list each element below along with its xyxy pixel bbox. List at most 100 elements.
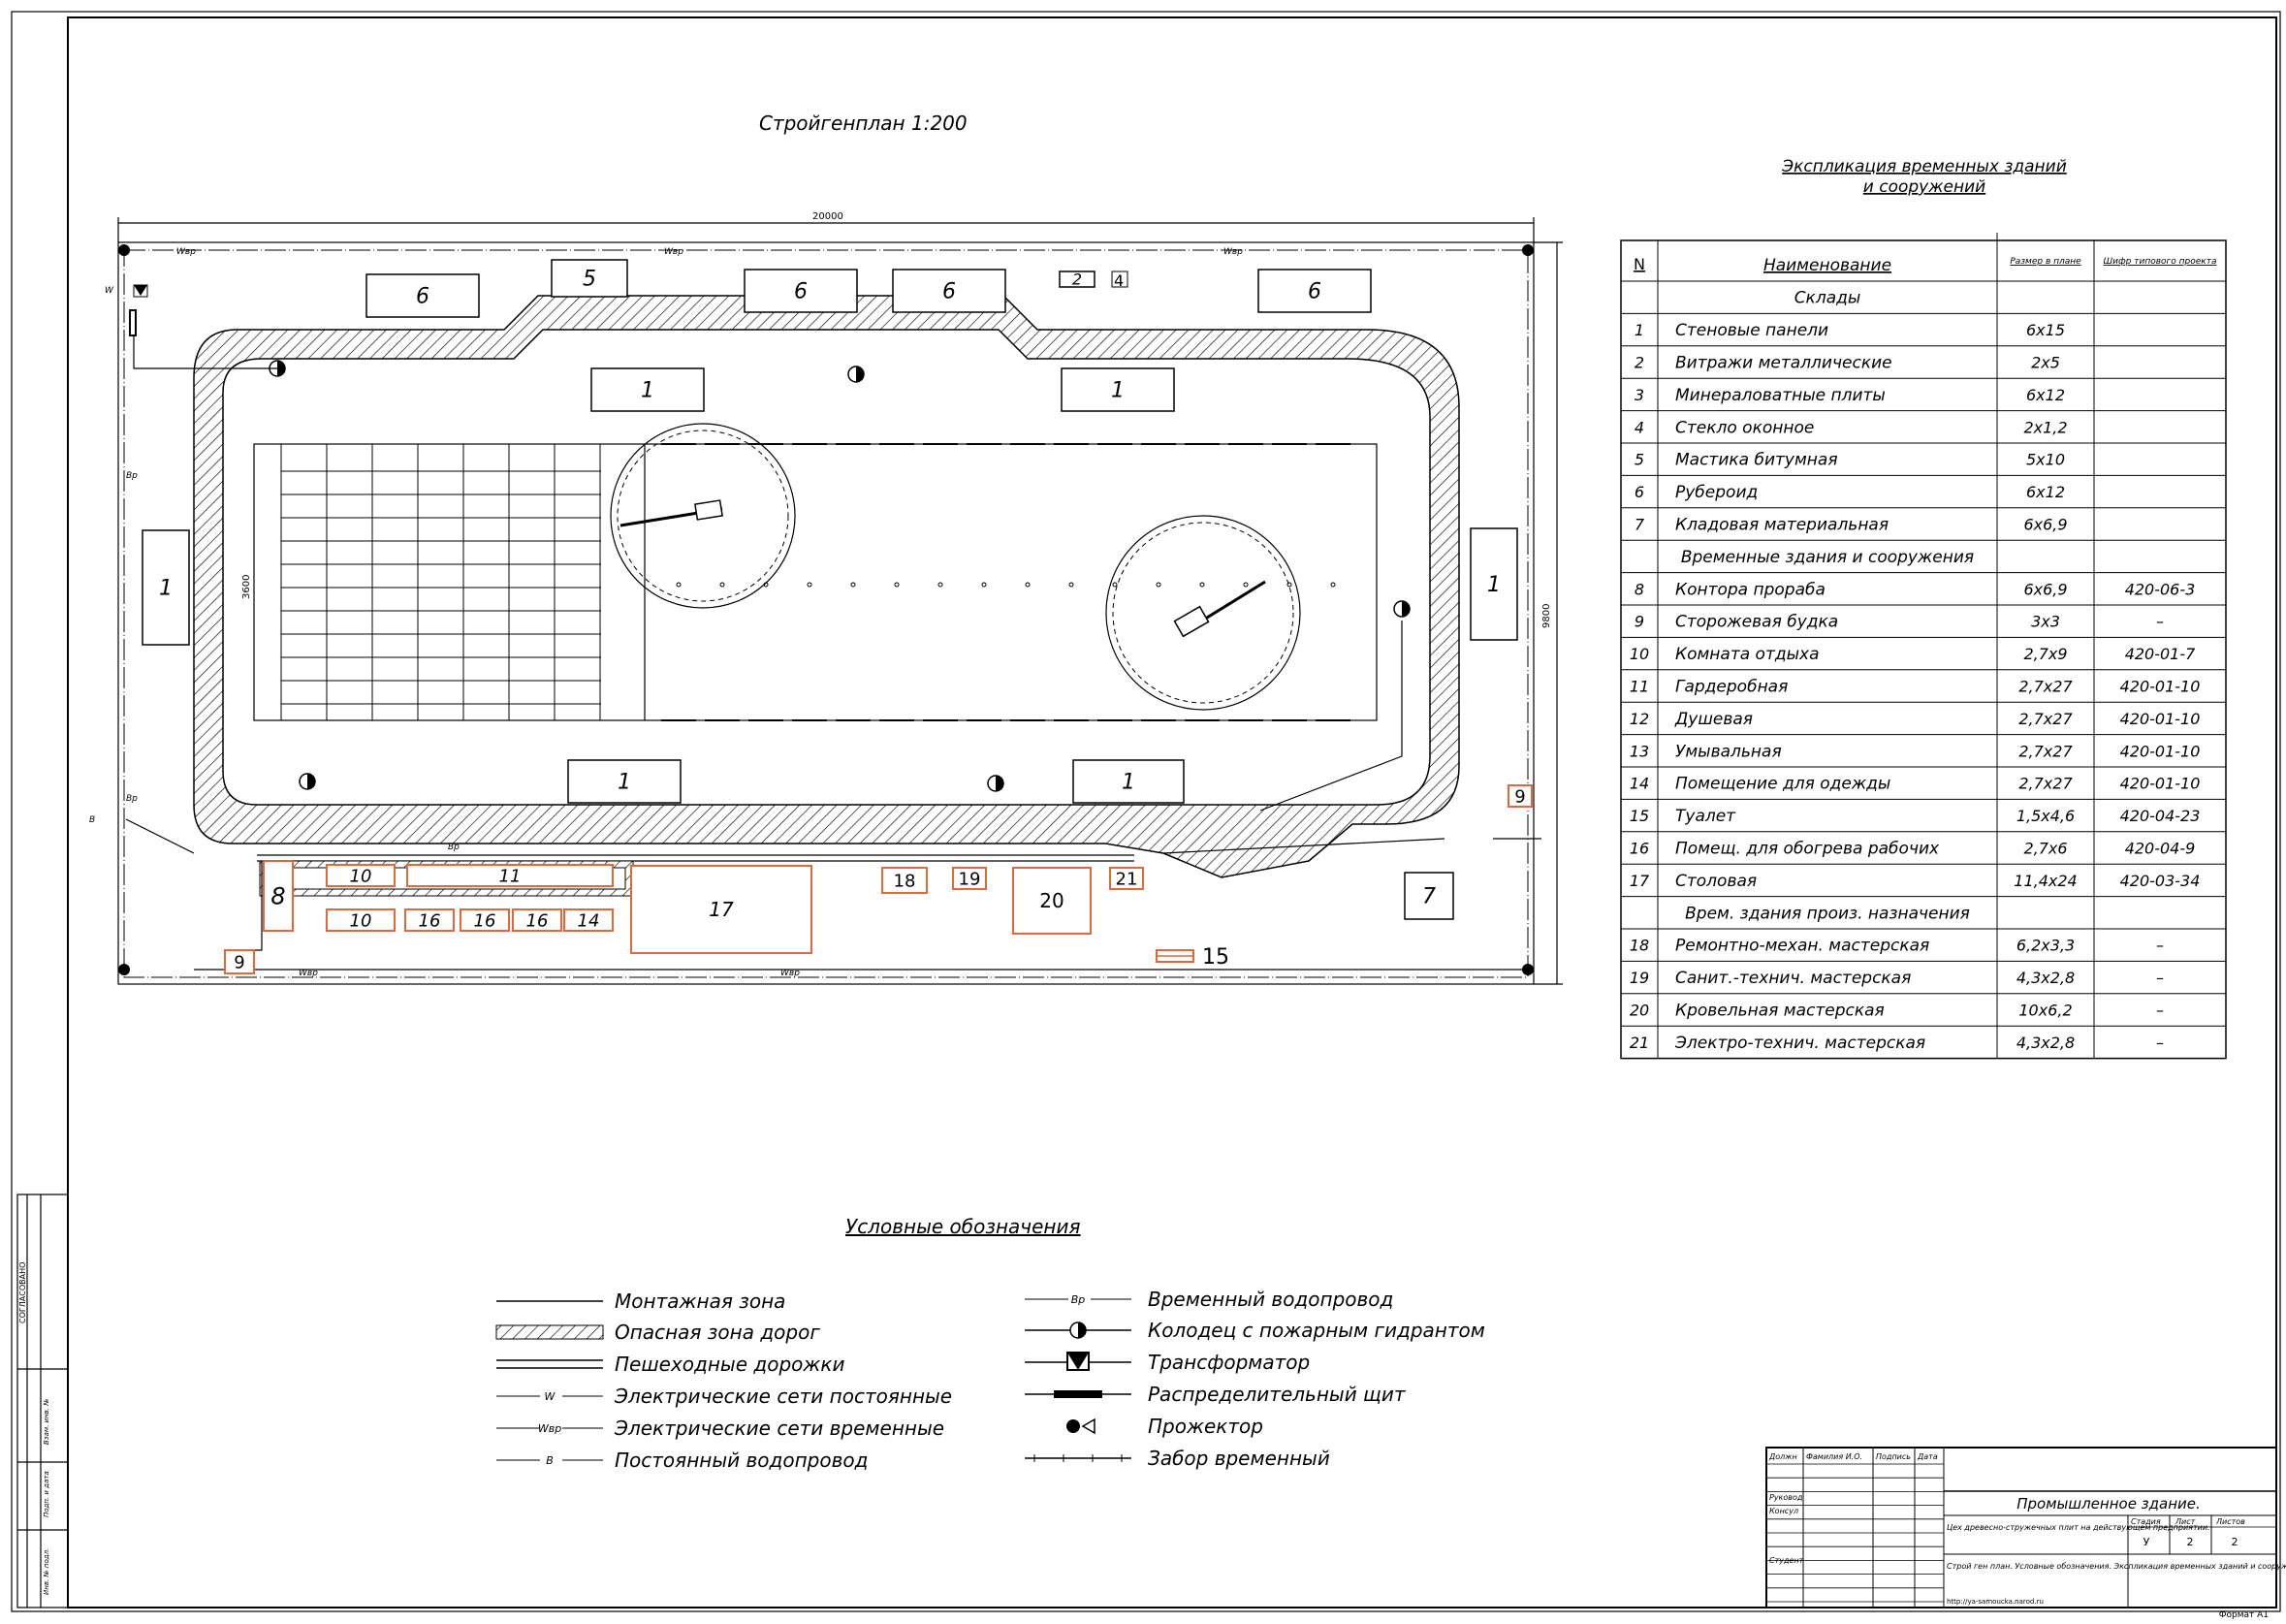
tb-desc2: Строй ген план. Условные обозначения. Эк… — [1947, 1562, 2286, 1571]
block-label-warehouse: 1 — [159, 577, 173, 601]
net-label-wvr: Wвр — [664, 247, 683, 257]
block-label-store6: 6 — [942, 280, 956, 304]
crane-zone-left — [610, 423, 796, 609]
block-label-office8: 8 — [270, 882, 285, 909]
tb-sheet: 2 — [2187, 1536, 2194, 1548]
expl-row-code: – — [2156, 969, 2164, 987]
legend-label-water: Постоянный водопровод — [615, 1449, 868, 1472]
tb-stage: У — [2143, 1536, 2150, 1548]
transformer-icon — [133, 284, 148, 298]
expl-row-code: 420-03-34 — [2120, 872, 2201, 890]
dim-width: 20000 — [812, 211, 843, 222]
tb-sheets-label: Листов — [2215, 1517, 2245, 1526]
expl-row-size: 2,7x6 — [2023, 840, 2067, 858]
block-shop19: 19 — [952, 867, 987, 890]
building-grid — [280, 443, 1350, 721]
expl-row-n: 17 — [1630, 872, 1650, 890]
expl-row-code: 420-06-3 — [2125, 580, 2196, 598]
block-shop20: 20 — [1012, 867, 1092, 935]
block-label-wardrobe11: 11 — [499, 866, 522, 886]
tb-col-label: Подпись — [1876, 1452, 1911, 1461]
expl-row-name: Витражи металлические — [1675, 354, 1892, 373]
site-boundary — [117, 241, 1535, 985]
side-stamp-f3: Инв. № подл. — [43, 1548, 50, 1595]
tb-stage-label: Стадия — [2131, 1517, 2161, 1526]
expl-row-size: 6x12 — [2026, 483, 2065, 501]
expl-row-size: 5x10 — [2026, 451, 2065, 469]
block-dress14: 14 — [563, 908, 614, 932]
block-heat16: 16 — [404, 908, 455, 932]
temp-electric-line-2 — [125, 818, 195, 854]
expl-header-n: N — [1634, 255, 1645, 273]
expl-row-name: Туалет — [1675, 807, 1736, 826]
expl-row-name: Стеновые панели — [1675, 321, 1828, 340]
expl-row-code: – — [2156, 613, 2164, 631]
legend-sample-hydrant — [1025, 1321, 1131, 1339]
expl-row-size: 6,2x3,3 — [2016, 937, 2075, 955]
legend-sample-panel — [1025, 1390, 1131, 1398]
legend-label-walk: Пешеходные дорожки — [615, 1353, 844, 1376]
expl-row-name: Комната отдыха — [1675, 645, 1820, 664]
expl-row-name: Кладовая материальная — [1675, 516, 1889, 535]
block-shed7: 7 — [1404, 872, 1454, 920]
expl-row-name: Электро-технич. мастерская — [1674, 1034, 1925, 1053]
legend-label-fence: Забор временный — [1148, 1447, 1330, 1470]
expl-header-name: Наименование — [1763, 256, 1891, 275]
block-store6: 6 — [892, 269, 1006, 313]
expl-row-name: Санит.-технич. мастерская — [1675, 969, 1911, 988]
net-label-vvr: Вр — [448, 843, 460, 852]
expl-row-n: 19 — [1630, 969, 1649, 987]
block-store6: 6 — [365, 273, 480, 318]
block-wardrobe11: 11 — [406, 864, 614, 887]
explication-title-1: Экспликация временных зданий — [1781, 157, 2067, 176]
block-rest10: 10 — [326, 908, 396, 932]
legend-label-projector: Прожектор — [1148, 1415, 1263, 1438]
net-label-vvr: Вр — [126, 794, 138, 804]
tb-role: Консул — [1769, 1507, 1798, 1515]
block-store5: 5 — [551, 259, 628, 298]
block-warehouse: 1 — [1061, 367, 1175, 412]
expl-row-n: 5 — [1635, 451, 1644, 469]
projector-icon — [118, 244, 1534, 975]
temporary-fence — [123, 249, 1529, 978]
expl-row-name: Кровельная мастерская — [1675, 1002, 1885, 1021]
block-warehouse: 1 — [1072, 759, 1185, 804]
legend-label-mount: Монтажная зона — [615, 1290, 785, 1313]
expl-row-n: 2 — [1635, 354, 1644, 372]
block-label-booth9: 9 — [1514, 786, 1525, 807]
site-plan: 20000 9800 3600 — [89, 211, 1563, 985]
block-label-shop20: 20 — [1039, 889, 1064, 912]
legend-tag: В — [546, 1454, 554, 1467]
legend-sample-walk — [496, 1359, 603, 1369]
expl-row-n: 11 — [1630, 678, 1649, 696]
block-shop18: 18 — [881, 867, 928, 894]
net-label-vvr: Вр — [126, 471, 138, 481]
tb-role: Студент — [1769, 1556, 1804, 1565]
crane-zone-right — [1105, 515, 1301, 711]
block-office8: 8 — [263, 860, 294, 932]
block-label-dress14: 14 — [578, 910, 600, 931]
legend-sample-fence — [1025, 1454, 1131, 1462]
tb-site: http://ya-samoucka.narod.ru — [1947, 1598, 2044, 1606]
dim-height: 9800 — [1541, 604, 1552, 628]
dim-building: 3600 — [241, 575, 252, 599]
expl-row-size: 1,5x4,6 — [2016, 807, 2075, 825]
block-warehouse: 1 — [567, 759, 682, 804]
net-label-v: В — [89, 815, 95, 825]
expl-row-n: 12 — [1630, 710, 1649, 728]
side-stamp: СОГЛАСОВАНО Взам. инв. № Подп. и дата Ин… — [16, 1194, 69, 1608]
expl-row-code: 420-01-10 — [2120, 742, 2201, 760]
expl-row-name: Временные здания и сооружения — [1681, 548, 1974, 567]
tb-sheets: 2 — [2232, 1536, 2238, 1548]
block-label-store4: 4 — [1114, 271, 1124, 290]
road-danger-zone — [193, 295, 1460, 878]
net-label-wvr: Wвр — [1223, 247, 1243, 257]
plan-title: Стройгенплан 1:200 — [759, 111, 968, 135]
expl-row-name: Склады — [1794, 289, 1861, 308]
block-label-heat16: 16 — [474, 910, 496, 931]
expl-row-name: Стекло оконное — [1675, 418, 1814, 437]
fire-hydrant-icon — [269, 360, 1411, 792]
